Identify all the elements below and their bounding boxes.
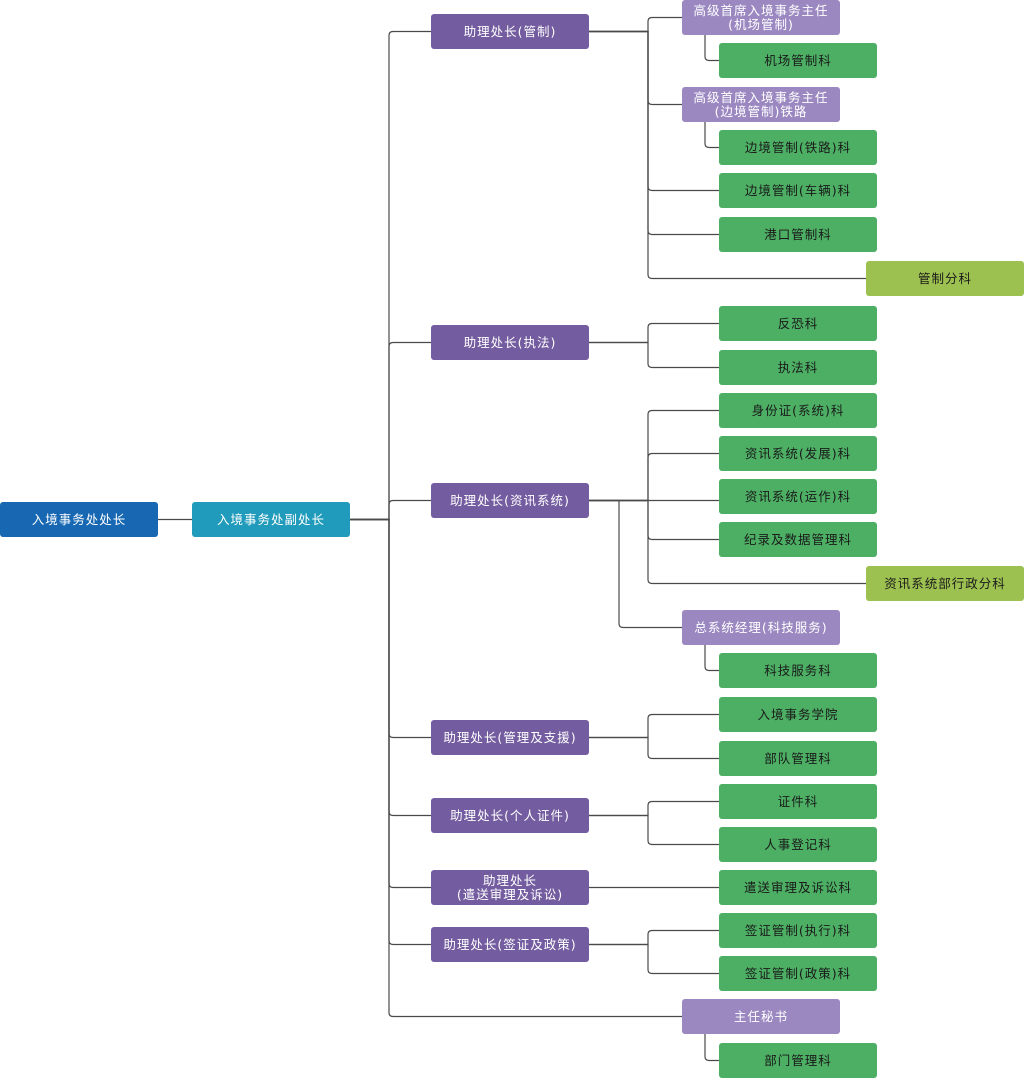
node-section-g11[interactable]: 科技服务科 — [719, 653, 877, 688]
node-asst-a1[interactable]: 助理处长(管制) — [431, 14, 589, 49]
node-section-g5[interactable]: 反恐科 — [719, 306, 877, 341]
connector-a7-g18 — [589, 943, 719, 975]
node-section-g10[interactable]: 纪录及数据管理科 — [719, 522, 877, 557]
node-senior-s1[interactable]: 高级首席入境事务主任 (机场管制) — [682, 0, 840, 35]
connector-deputy-a2 — [350, 341, 431, 521]
connector-s2-g2 — [704, 122, 719, 149]
node-section-g7[interactable]: 身份证(系统)科 — [719, 393, 877, 428]
node-section-g4[interactable]: 港口管制科 — [719, 217, 877, 252]
connector-a1-g4 — [589, 30, 719, 236]
node-section-g6[interactable]: 执法科 — [719, 350, 877, 385]
node-section-g1[interactable]: 机场管制科 — [719, 43, 877, 78]
connector-s1-g1 — [704, 35, 719, 62]
connector-a3-g10 — [589, 499, 719, 541]
node-asst-a2[interactable]: 助理处长(执法) — [431, 325, 589, 360]
connector-deputy-a1 — [350, 30, 431, 521]
connector-a3-l2 — [589, 499, 866, 585]
connector-deputy-a3 — [350, 499, 431, 521]
connector-deputy-s4 — [350, 518, 682, 1018]
node-section-g17[interactable]: 签证管制(执行)科 — [719, 913, 877, 948]
node-section-g15[interactable]: 人事登记科 — [719, 827, 877, 862]
node-asst-a7[interactable]: 助理处长(签证及政策) — [431, 927, 589, 962]
connector-deputy-a6 — [350, 518, 431, 889]
connector-a1-l1 — [589, 30, 866, 280]
connector-deputy-a4 — [350, 518, 431, 739]
node-section-g18[interactable]: 签证管制(政策)科 — [719, 956, 877, 991]
node-senior-s2[interactable]: 高级首席入境事务主任 (边境管制)铁路 — [682, 87, 840, 122]
node-section-g12[interactable]: 入境事务学院 — [719, 697, 877, 732]
node-section-g19[interactable]: 部门管理科 — [719, 1043, 877, 1078]
node-section-g14[interactable]: 证件科 — [719, 784, 877, 819]
connector-a5-g14 — [589, 800, 719, 817]
node-subsection-l1[interactable]: 管制分科 — [866, 261, 1024, 296]
node-section-g3[interactable]: 边境管制(车辆)科 — [719, 173, 877, 208]
connector-a3-s3 — [589, 499, 682, 629]
node-section-g9[interactable]: 资讯系统(运作)科 — [719, 479, 877, 514]
node-senior-s3[interactable]: 总系统经理(科技服务) — [682, 610, 840, 645]
connector-a3-g7 — [589, 409, 719, 502]
node-subsection-l2[interactable]: 资讯系统部行政分科 — [866, 566, 1024, 601]
connector-a1-s1 — [589, 16, 682, 33]
connector-a7-g17 — [589, 929, 719, 946]
connector-a3-g8 — [589, 452, 719, 502]
connector-deputy-a7 — [350, 518, 431, 946]
connector-a5-g15 — [589, 814, 719, 846]
connector-a1-s2 — [589, 30, 682, 106]
node-deputy-director[interactable]: 入境事务处副处长 — [192, 502, 350, 537]
node-senior-s4[interactable]: 主任秘书 — [682, 999, 840, 1034]
connector-s3-g11 — [704, 645, 719, 672]
node-section-g8[interactable]: 资讯系统(发展)科 — [719, 436, 877, 471]
connector-s4-g19 — [704, 1034, 719, 1062]
node-section-g2[interactable]: 边境管制(铁路)科 — [719, 130, 877, 165]
node-asst-a6[interactable]: 助理处长 (遣送审理及诉讼) — [431, 870, 589, 905]
node-asst-a3[interactable]: 助理处长(资讯系统) — [431, 483, 589, 518]
connector-a4-g13 — [589, 736, 719, 760]
node-asst-a5[interactable]: 助理处长(个人证件) — [431, 798, 589, 833]
connector-a4-g12 — [589, 713, 719, 739]
node-director[interactable]: 入境事务处处长 — [0, 502, 158, 537]
node-section-g16[interactable]: 遣送审理及诉讼科 — [719, 870, 877, 905]
connector-a2-g5 — [589, 322, 719, 344]
connector-deputy-a5 — [350, 518, 431, 817]
node-section-g13[interactable]: 部队管理科 — [719, 741, 877, 776]
node-asst-a4[interactable]: 助理处长(管理及支援) — [431, 720, 589, 755]
connector-a2-g6 — [589, 341, 719, 369]
